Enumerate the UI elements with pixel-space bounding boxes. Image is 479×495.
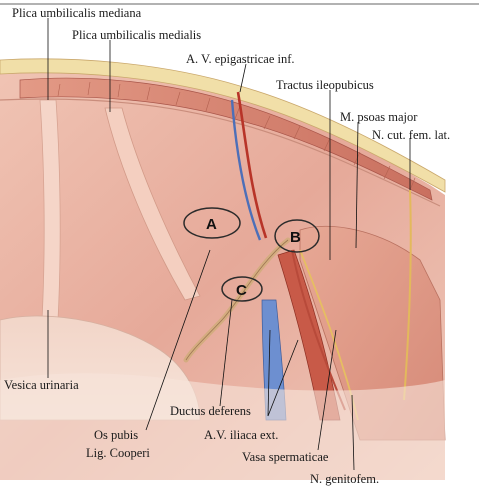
label-av-epigastricae-inf: A. V. epigastricae inf.	[186, 52, 295, 66]
label-lig-cooperi: Lig. Cooperi	[86, 446, 150, 460]
label-vesica-urinaria: Vesica urinaria	[4, 378, 79, 392]
muscle-striations	[57, 81, 416, 191]
label-n-cut-fem-lat: N. cut. fem. lat.	[372, 128, 451, 142]
muscle-band	[19, 77, 433, 201]
ductus-deferens-outline	[185, 239, 289, 361]
plica-medialis-fold	[104, 107, 201, 301]
marker-b-ellipse	[274, 219, 320, 253]
marker-c: C	[236, 282, 247, 299]
marker-c-ellipse	[221, 276, 263, 302]
label-os-pubis: Os pubis	[94, 428, 139, 442]
lateral-femoral-cutaneous-nerve	[403, 189, 412, 401]
fascia-line	[0, 98, 441, 207]
marker-a: A	[206, 216, 217, 233]
label-n-genitofem: N. genitofem.	[310, 472, 380, 486]
label-av-iliaca-ext: A.V. iliaca ext.	[204, 428, 279, 442]
label-tractus-ileopubicus: Tractus ileopubicus	[276, 78, 374, 92]
label-vasa-spermaticae: Vasa spermaticae	[242, 450, 329, 464]
epigastric-vein	[230, 99, 262, 241]
label-plica-umbilicalis-mediana: Plica umbilicalis mediana	[12, 6, 142, 20]
marker-a-ellipse	[183, 207, 241, 239]
lower-margin	[0, 373, 445, 480]
fat-layer	[0, 58, 446, 193]
label-ductus-deferens: Ductus deferens	[170, 404, 251, 418]
label-plica-umbilicalis-medialis: Plica umbilicalis medialis	[72, 28, 202, 42]
label-m-psoas-major: M. psoas major	[340, 110, 418, 124]
marker-b: B	[290, 229, 301, 246]
leader-lines	[47, 18, 411, 471]
spermatic-vessels	[291, 249, 346, 411]
epigastric-artery	[236, 91, 268, 239]
